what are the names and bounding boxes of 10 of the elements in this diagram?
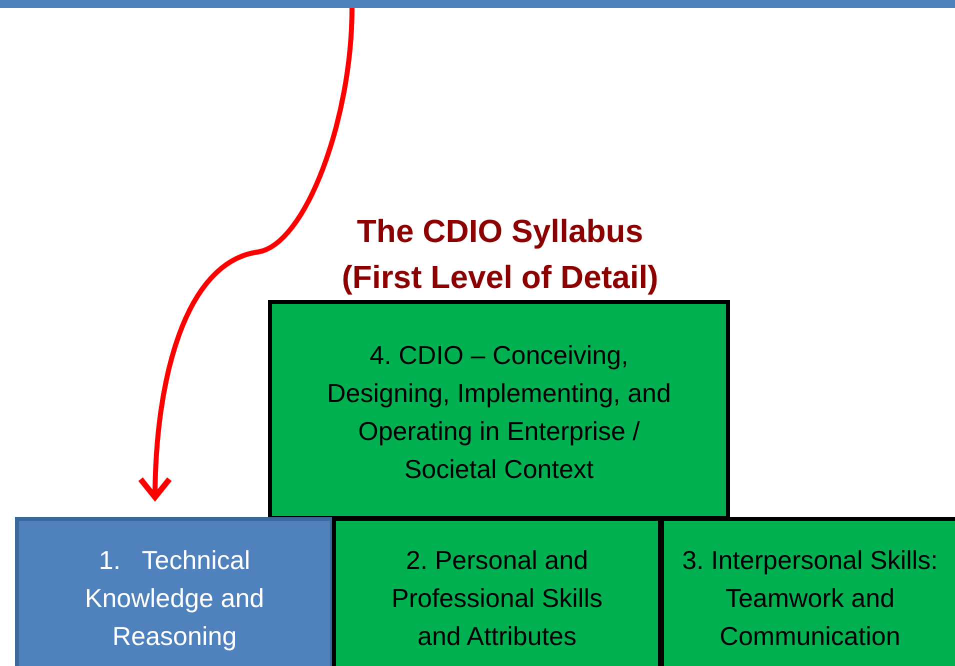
syllabus-box <box>332 517 662 666</box>
box-label: 1. Technical Knowledge and Reasoning <box>84 544 266 653</box>
syllabus-box <box>15 517 334 666</box>
box-label: 2. Personal and Professional Skills and Attributes <box>390 544 604 653</box>
box-label: 3. Interpersonal Skills: Teamwork and Communication <box>681 544 939 653</box>
syllabus-box <box>268 300 730 520</box>
curved-arrow <box>138 8 354 500</box>
syllabus-box <box>660 517 955 666</box>
box-label: 4. CDIO – Conceiving, Designing, Implementing, and Operating in Enterprise / Societal Context <box>326 339 672 486</box>
diagram-title: The CDIO Syllabus (First Level of Detail) <box>340 212 660 297</box>
